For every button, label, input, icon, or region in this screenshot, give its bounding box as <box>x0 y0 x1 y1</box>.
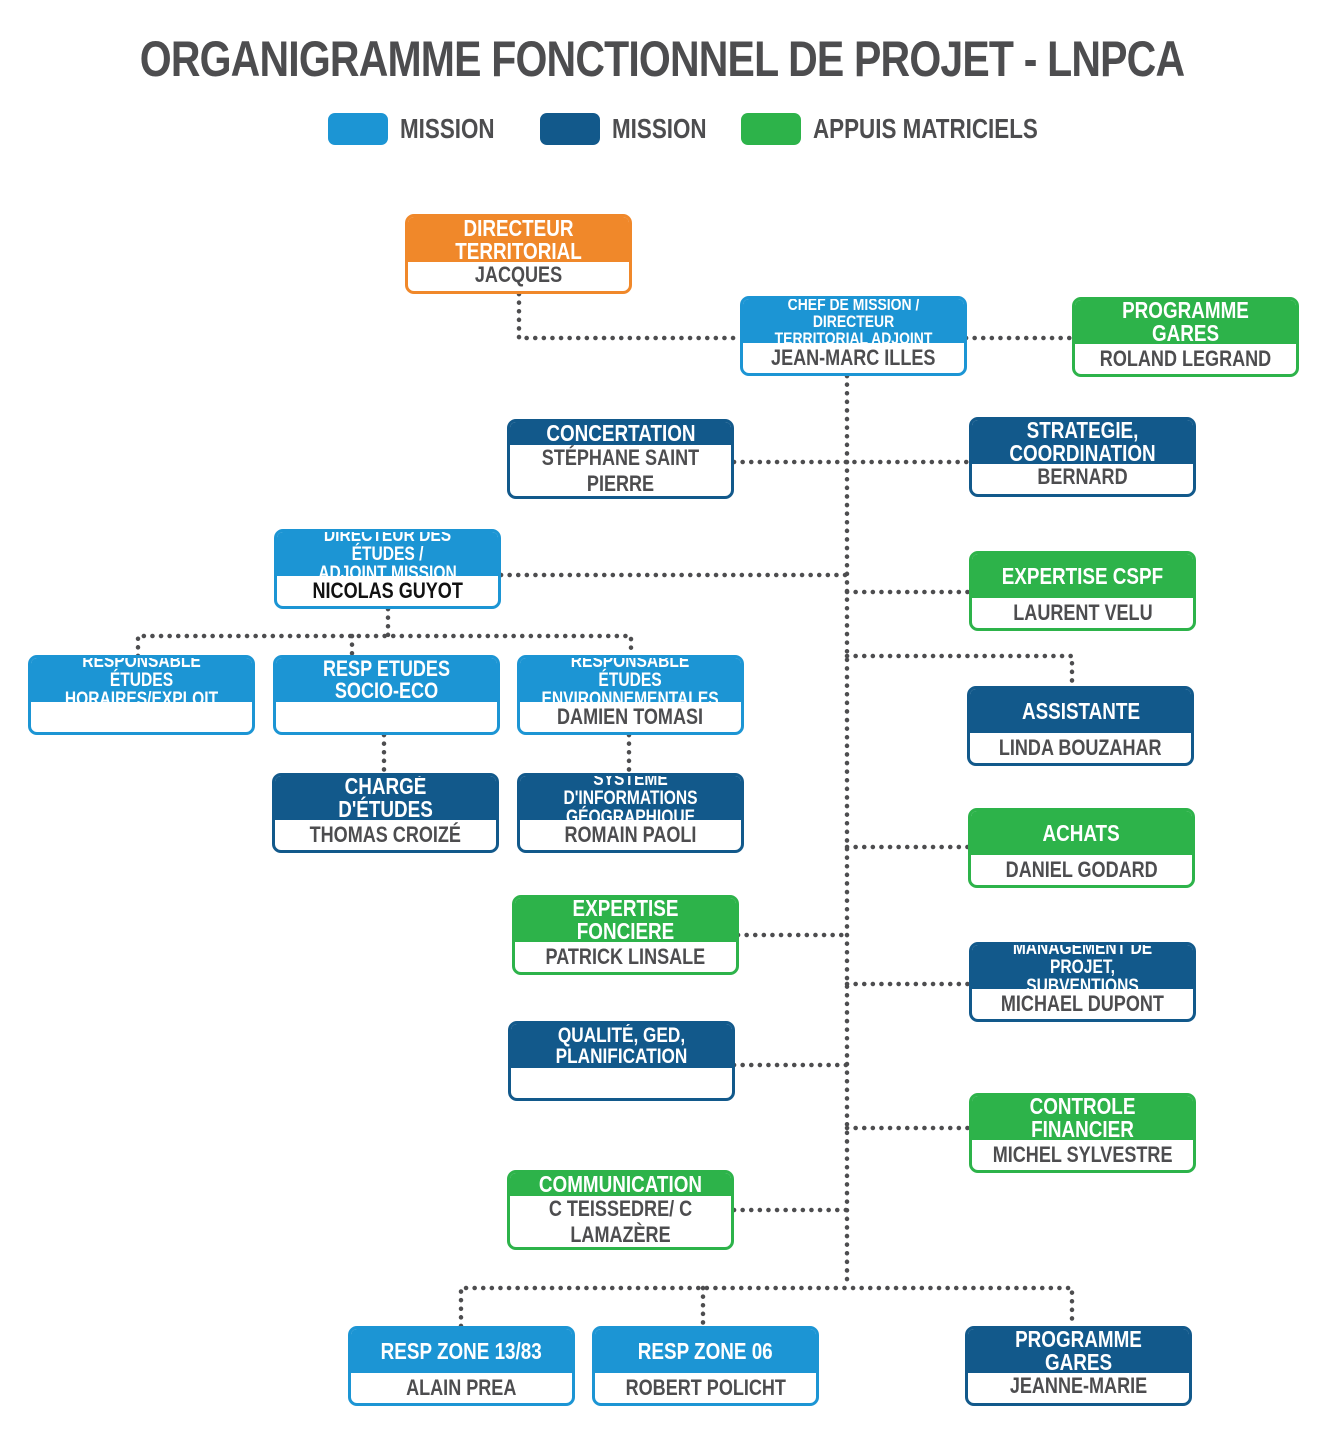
node-name: MICHEL SYLVESTRE <box>992 1142 1173 1167</box>
node-resp-zone-13-83: RESP ZONE 13/83 ALAIN PREA <box>348 1326 575 1406</box>
node-role: STRATEGIE, COORDINATION <box>972 420 1193 465</box>
node-name: ALAIN PREA <box>406 1375 517 1400</box>
node-controle-financier: CONTROLE FINANCIER MICHEL SYLVESTRE <box>969 1093 1196 1173</box>
node-name: JEANNE-MARIE BREMOND <box>1009 1373 1148 1403</box>
node-directeur-territorial: DIRECTEUR TERRITORIAL JACQUES FROSSARD <box>405 214 632 294</box>
node-role: ACHATS <box>971 811 1192 855</box>
legend-label: MISSION <box>400 113 495 144</box>
node-name: STÉPHANE SAINT PIERRE <box>541 445 700 496</box>
node-name: PATRICK LINSALE <box>545 944 706 969</box>
legend-swatch-light-blue <box>328 113 388 145</box>
node-resp-zone-06: RESP ZONE 06 ROBERT POLICHT <box>592 1326 819 1406</box>
node-role: DIRECTEUR TERRITORIAL <box>408 217 629 262</box>
node-name: MICHAEL DUPONT <box>1000 991 1165 1016</box>
node-role: SYSTÈME D'INFORMATIONS GÉOGRAPHIQUE <box>520 776 741 827</box>
node-concertation: CONCERTATION STÉPHANE SAINT PIERRE <box>507 419 734 499</box>
node-role: EXPERTISE FONCIERE <box>515 898 736 943</box>
legend-label: APPUIS MATRICIELS <box>813 113 1038 144</box>
node-role: DIRECTEUR DES ÉTUDES / ADJOINT MISSION <box>277 532 498 583</box>
node-role: ASSISTANTE <box>970 689 1191 733</box>
node-chef-de-mission: CHEF DE MISSION / DIRECTEUR TERRITORIAL … <box>740 296 967 376</box>
node-expertise-fonciere: EXPERTISE FONCIERE PATRICK LINSALE <box>512 895 739 975</box>
node-role: RESPONSABLE ÉTUDES HORAIRES/EXPLOIT <box>31 658 252 709</box>
node-role: RESP ZONE 13/83 <box>351 1329 572 1373</box>
node-name: DAMIEN TOMASI <box>557 704 704 729</box>
page-title: ORGANIGRAMME FONCTIONNEL DE PROJET - LNP… <box>139 31 1185 87</box>
node-achats: ACHATS DANIEL GODARD <box>968 808 1195 888</box>
node-role: MANAGEMENT DE PROJET, SUBVENTIONS <box>972 945 1193 996</box>
node-name: NICOLAS GUYOT <box>312 578 463 603</box>
legend-item-light-blue: MISSION <box>328 112 518 146</box>
node-role: PROGRAMME GARES <box>1075 300 1296 345</box>
node-role: RESP ZONE 06 <box>595 1329 816 1373</box>
node-role: PROGRAMME GARES <box>968 1329 1189 1374</box>
node-name: DANIEL GODARD <box>1005 857 1158 882</box>
node-resp-etudes-environnementales: RESPONSABLE ÉTUDES ENVIRONNEMENTALES DAM… <box>517 655 744 735</box>
node-name: LAURENT VELU <box>1012 600 1153 625</box>
node-role: EXPERTISE CSPF <box>972 554 1193 598</box>
connector <box>135 633 634 659</box>
node-role: CONTROLE FINANCIER <box>972 1096 1193 1141</box>
legend-swatch-green <box>741 113 801 145</box>
node-role: RESP ETUDES SOCIO-ECO <box>276 658 497 702</box>
connector <box>844 653 1075 689</box>
connector <box>516 291 743 341</box>
node-sig: SYSTÈME D'INFORMATIONS GÉOGRAPHIQUE ROMA… <box>517 773 744 853</box>
node-name: LINDA BOUZAHAR <box>999 735 1162 760</box>
node-resp-etudes-socio-eco: RESP ETUDES SOCIO-ECO <box>273 655 500 735</box>
node-role: QUALITÉ, GED, PLANIFICATION <box>511 1024 732 1068</box>
node-programme-gares-top: PROGRAMME GARES ROLAND LEGRAND <box>1072 297 1299 377</box>
node-charge-etudes: CHARGÉ D'ÉTUDES THOMAS CROIZÉ <box>272 773 499 853</box>
node-name: C TEISSEDRE/ C LAMAZÈRE <box>548 1196 693 1247</box>
legend-item-green: APPUIS MATRICIELS <box>741 112 1094 146</box>
node-management-projet: MANAGEMENT DE PROJET, SUBVENTIONS MICHAE… <box>969 942 1196 1022</box>
node-role: CHEF DE MISSION / DIRECTEUR TERRITORIAL … <box>743 299 964 347</box>
node-role: CONCERTATION <box>510 422 731 445</box>
node-strategie-coordination: STRATEGIE, COORDINATION BERNARD COUVERT <box>969 417 1196 497</box>
node-name: ROBERT POLICHT <box>625 1375 786 1400</box>
node-role: COMMUNICATION <box>510 1173 731 1196</box>
node-name <box>276 702 497 732</box>
node-expertise-cspf: EXPERTISE CSPF LAURENT VELU <box>969 551 1196 631</box>
node-name: ROMAIN PAOLI <box>564 822 697 847</box>
node-resp-etudes-horaires: RESPONSABLE ÉTUDES HORAIRES/EXPLOIT <box>28 655 255 735</box>
node-directeur-des-etudes: DIRECTEUR DES ÉTUDES / ADJOINT MISSION N… <box>274 529 501 609</box>
node-name: BERNARD COUVERT <box>1037 464 1128 494</box>
node-role: CHARGÉ D'ÉTUDES <box>275 776 496 821</box>
node-programme-gares-bottom: PROGRAMME GARES JEANNE-MARIE BREMOND <box>965 1326 1192 1406</box>
node-assistante: ASSISTANTE LINDA BOUZAHAR <box>967 686 1194 766</box>
legend-label: MISSION <box>612 113 707 144</box>
node-name: ROLAND LEGRAND <box>1099 346 1272 371</box>
connector <box>458 1285 1075 1329</box>
node-name <box>511 1068 732 1098</box>
legend-item-dark-blue: MISSION <box>540 112 730 146</box>
node-name: JACQUES FROSSARD <box>468 262 569 291</box>
node-role: RESPONSABLE ÉTUDES ENVIRONNEMENTALES <box>520 658 741 709</box>
legend-swatch-dark-blue <box>540 113 600 145</box>
node-name: JEAN-MARC ILLES <box>771 345 936 370</box>
node-name: THOMAS CROIZÉ <box>309 822 462 847</box>
node-communication: COMMUNICATION C TEISSEDRE/ C LAMAZÈRE <box>507 1170 734 1250</box>
node-qualite-ged-planification: QUALITÉ, GED, PLANIFICATION <box>508 1021 735 1101</box>
